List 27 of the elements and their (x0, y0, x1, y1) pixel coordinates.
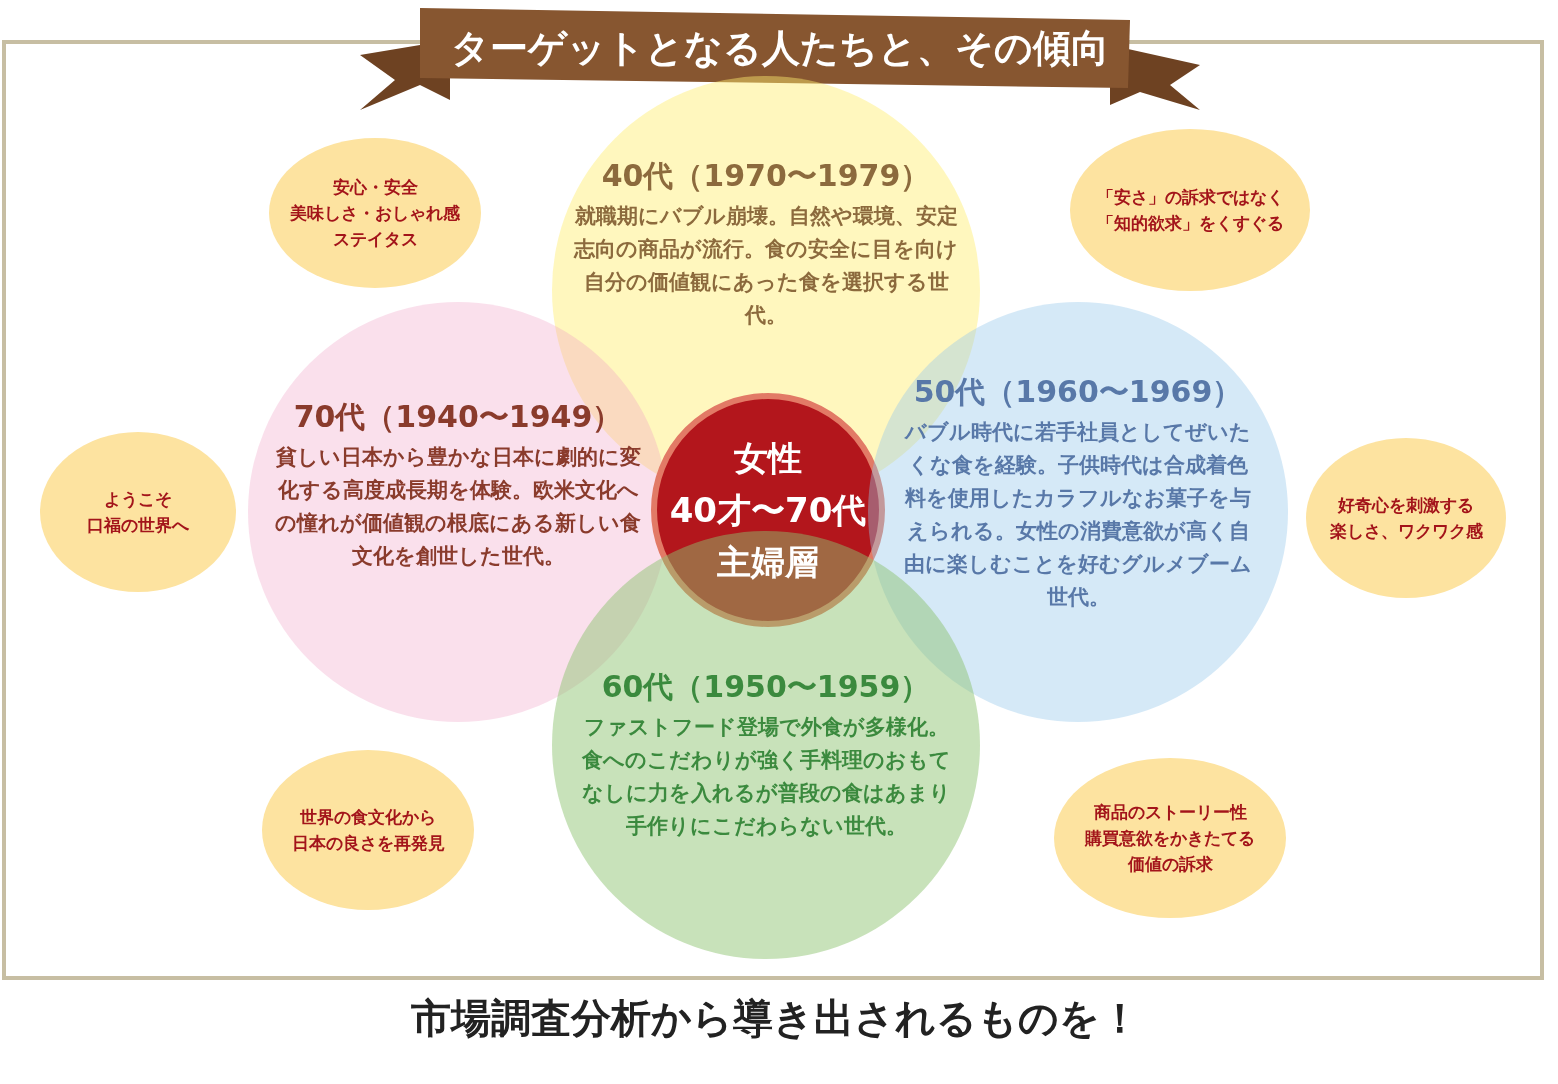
keyword-text: ようこそ (104, 488, 172, 511)
keyword-text: 「知的欲求」をくすぐる (1096, 212, 1284, 235)
generation-description: 貧しい日本から豊かな日本に劇的に変化する高度成長期を体験。欧米文化への憧れが価値観の根底にある新しい食文化を創世した世代。 (274, 444, 642, 570)
keyword-text: 商品のストーリー性 (1093, 801, 1247, 824)
generation-description: バブル時代に若手社員としてぜいたくな食を経験。子供時代は合成着色料を使用したカラフルなお菓子を与えられる。女性の消費意欲が高く自由に楽しむことを好むグルメブーム世代。 (903, 419, 1253, 611)
keyword-text: ステイタス (332, 228, 418, 251)
keyword-text: 価値の訴求 (1127, 853, 1213, 876)
keyword-text: 安心・安全 (332, 176, 418, 199)
target-label: 40才〜70代 (669, 489, 867, 532)
keyword-text: 「安さ」の訴求ではなく (1096, 186, 1284, 209)
generation-heading: 60代（1950〜1959） (601, 668, 931, 706)
generation-description: 就職期にバブル崩壊。自然や環境、安定志向の商品が流行。食の安全に目を向け自分の価値観にあった食を選択する世代。 (572, 203, 959, 329)
keyword-text: 世界の食文化から (300, 806, 436, 829)
generation-heading: 40代（1970〜1979） (601, 157, 931, 195)
keyword-text: 楽しさ、ワクワク感 (1329, 520, 1483, 543)
target-label: 女性 (734, 437, 802, 480)
generation-heading: 70代（1940〜1949） (293, 398, 623, 436)
generation-heading: 50代（1960〜1969） (913, 373, 1243, 411)
keyword-text: 好奇心を刺激する (1338, 494, 1474, 517)
title: ターゲットとなる人たちと、その傾向 (450, 24, 1110, 72)
keyword-text: 美味しさ・おしゃれ感 (290, 202, 460, 225)
caption: 市場調査分析から導き出されるものを！ (409, 993, 1141, 1043)
generation-description: ファストフード登場で外食が多様化。食へのこだわりが強く手料理のおもてなしに力を入れるが普段の食はあまり手作りにこだわらない世代。 (580, 714, 952, 840)
keyword-text: 購買意欲をかきたてる (1085, 827, 1255, 850)
keyword-text: 口福の世界へ (87, 514, 189, 537)
target-label: 主婦層 (717, 541, 819, 584)
keyword-text: 日本の良さを再発見 (291, 832, 445, 855)
